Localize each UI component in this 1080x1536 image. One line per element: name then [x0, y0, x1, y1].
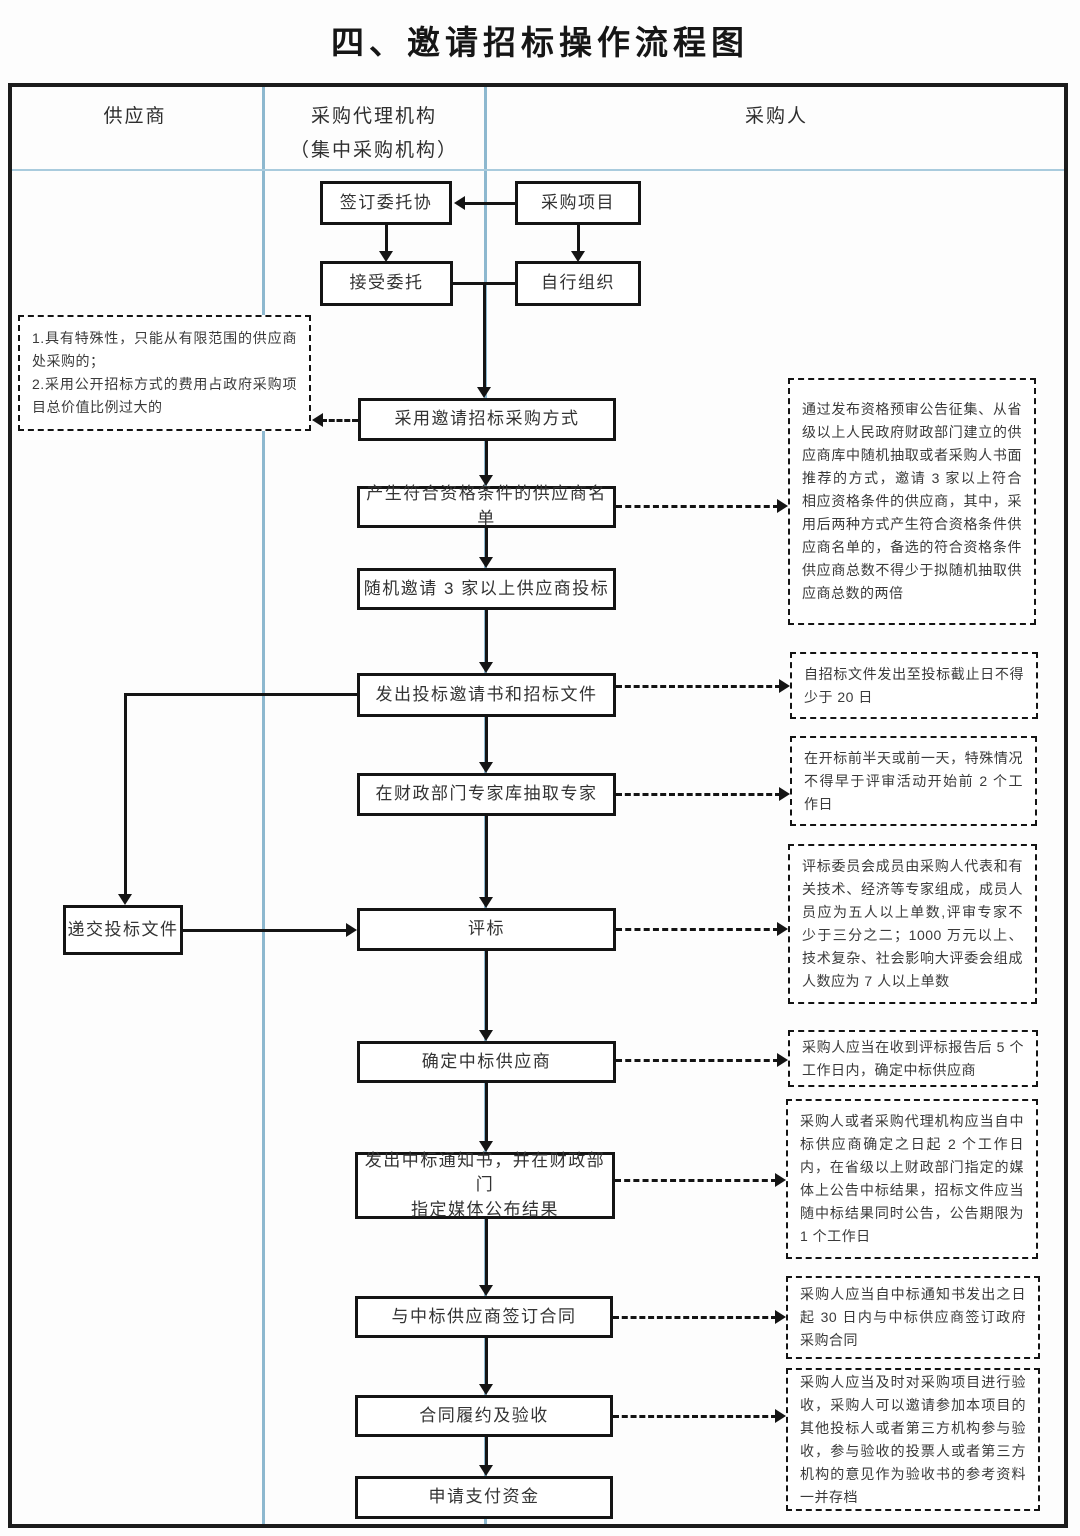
arrow-adopt-to-list — [478, 441, 493, 486]
flow-node-sign-contract: 与中标供应商签订合同 — [355, 1296, 613, 1338]
column-label: 采购代理机构 — [310, 106, 437, 127]
flow-node-contract-acceptance: 合同履约及验收 — [355, 1395, 613, 1437]
flow-node-bid-evaluation: 评标 — [357, 908, 616, 951]
arrow-notice-to-contract — [478, 1219, 493, 1296]
arrow-invite-to-issue — [478, 610, 493, 673]
flow-node-apply-payment: 申请支付资金 — [355, 1476, 613, 1519]
arrow-sign-to-accept — [378, 225, 393, 262]
arrow-junction-to-adopt — [476, 284, 491, 398]
flow-node-issue-invitation: 发出投标邀请书和招标文件 — [357, 673, 616, 717]
column-sublabel: （集中采购机构） — [289, 140, 458, 161]
annotation-note-evaluation-committee: 评标委员会成员由采购人代表和有关技术、经济等专家组成，成员人员应为五人以上单数,… — [788, 844, 1037, 1004]
annotation-note-expert-draw-time: 在开标前半天或前一天，特殊情况不得早于评审活动开始前 2 个工作日 — [790, 736, 1037, 826]
column-label: 采购人 — [744, 106, 808, 127]
arrow-acceptance-to-payment — [478, 1437, 493, 1476]
flow-node-adopt-invitation: 采用邀请招标采购方式 — [358, 398, 616, 441]
flow-node-procurement-project: 采购项目 — [515, 181, 641, 225]
column-header-agency: 采购代理机构 （集中采购机构） — [264, 100, 484, 168]
flow-node-self-organize: 自行组织 — [515, 261, 641, 306]
dashed-arrow-list-to-rule — [616, 499, 788, 513]
arrow-issue-left-down — [117, 694, 132, 905]
arrow-project-to-self — [570, 225, 585, 262]
arrow-contract-to-acceptance — [478, 1338, 493, 1395]
flow-node-sign-agreement: 签订委托协 — [320, 181, 452, 225]
flow-node-determine-winner: 确定中标供应商 — [357, 1041, 616, 1083]
arrow-submit-to-evaluation — [183, 923, 357, 937]
arrow-list-to-invite — [478, 528, 493, 568]
flow-node-issue-award-notice: 发出中标通知书，并在财政部门 指定媒体公布结果 — [355, 1151, 615, 1219]
arrow-issue-left-horizontal — [124, 692, 357, 696]
annotation-note-30-days-contract: 采购人应当自中标通知书发出之日起 30 日内与中标供应商签订政府采购合同 — [786, 1276, 1040, 1359]
dashed-arrow-issue-to-20days — [616, 679, 790, 693]
page-title: 四、邀请招标操作流程图 — [331, 24, 749, 61]
arrow-experts-to-evaluation — [478, 816, 493, 908]
annotation-note-supplier-list-rule: 通过发布资格预审公告征集、从省级以上人民政府财政部门建立的供应商库中随机抽取或者… — [788, 378, 1036, 625]
annotation-note-invitation-conditions: 1.具有特殊性，只能从有限范围的供应商处采购的； 2.采用公开招标方式的费用占政… — [18, 315, 311, 431]
dashed-arrow-acceptance-to-rule — [613, 1409, 786, 1423]
annotation-note-20-days: 自招标文件发出至投标截止日不得少于 20 日 — [790, 652, 1038, 719]
arrow-evaluation-to-winner — [478, 951, 493, 1041]
annotation-note-acceptance-rule: 采购人应当及时对采购项目进行验收，采购人可以邀请参加本项目的其他投标人或者第三方… — [786, 1368, 1040, 1511]
annotation-note-result-announcement: 采购人或者采购代理机构应当自中标供应商确定之日起 2 个工作日内，在省级以上财政… — [786, 1099, 1038, 1259]
flow-node-accept-entrust: 接受委托 — [320, 261, 453, 306]
column-divider-1 — [262, 87, 265, 1524]
column-label: 供应商 — [103, 106, 167, 127]
arrow-issue-to-experts — [478, 717, 493, 773]
dashed-arrow-notice-to-announce — [615, 1173, 786, 1187]
column-header-purchaser: 采购人 — [485, 100, 1068, 134]
arrow-accept-self-link — [453, 281, 515, 285]
flow-node-generate-supplier-list: 产生符合资格条件的供应商名单 — [357, 484, 616, 528]
dashed-arrow-experts-to-time — [616, 787, 790, 801]
flow-node-random-invite: 随机邀请 3 家以上供应商投标 — [357, 568, 616, 610]
dashed-arrow-contract-to-30days — [613, 1310, 786, 1324]
arrow-winner-to-notice — [478, 1083, 493, 1152]
arrow-project-to-sign — [454, 196, 515, 210]
flow-node-draw-experts: 在财政部门专家库抽取专家 — [357, 773, 616, 816]
column-header-supplier: 供应商 — [8, 100, 262, 134]
dashed-arrow-adopt-to-conditions — [312, 413, 358, 427]
flow-node-submit-bid-docs: 递交投标文件 — [63, 905, 183, 955]
dashed-arrow-evaluation-to-committee — [616, 922, 788, 936]
dashed-arrow-winner-to-5days — [616, 1053, 788, 1067]
header-rule — [12, 169, 1064, 171]
annotation-note-5-workdays: 采购人应当在收到评标报告后 5 个工作日内，确定中标供应商 — [788, 1030, 1038, 1087]
